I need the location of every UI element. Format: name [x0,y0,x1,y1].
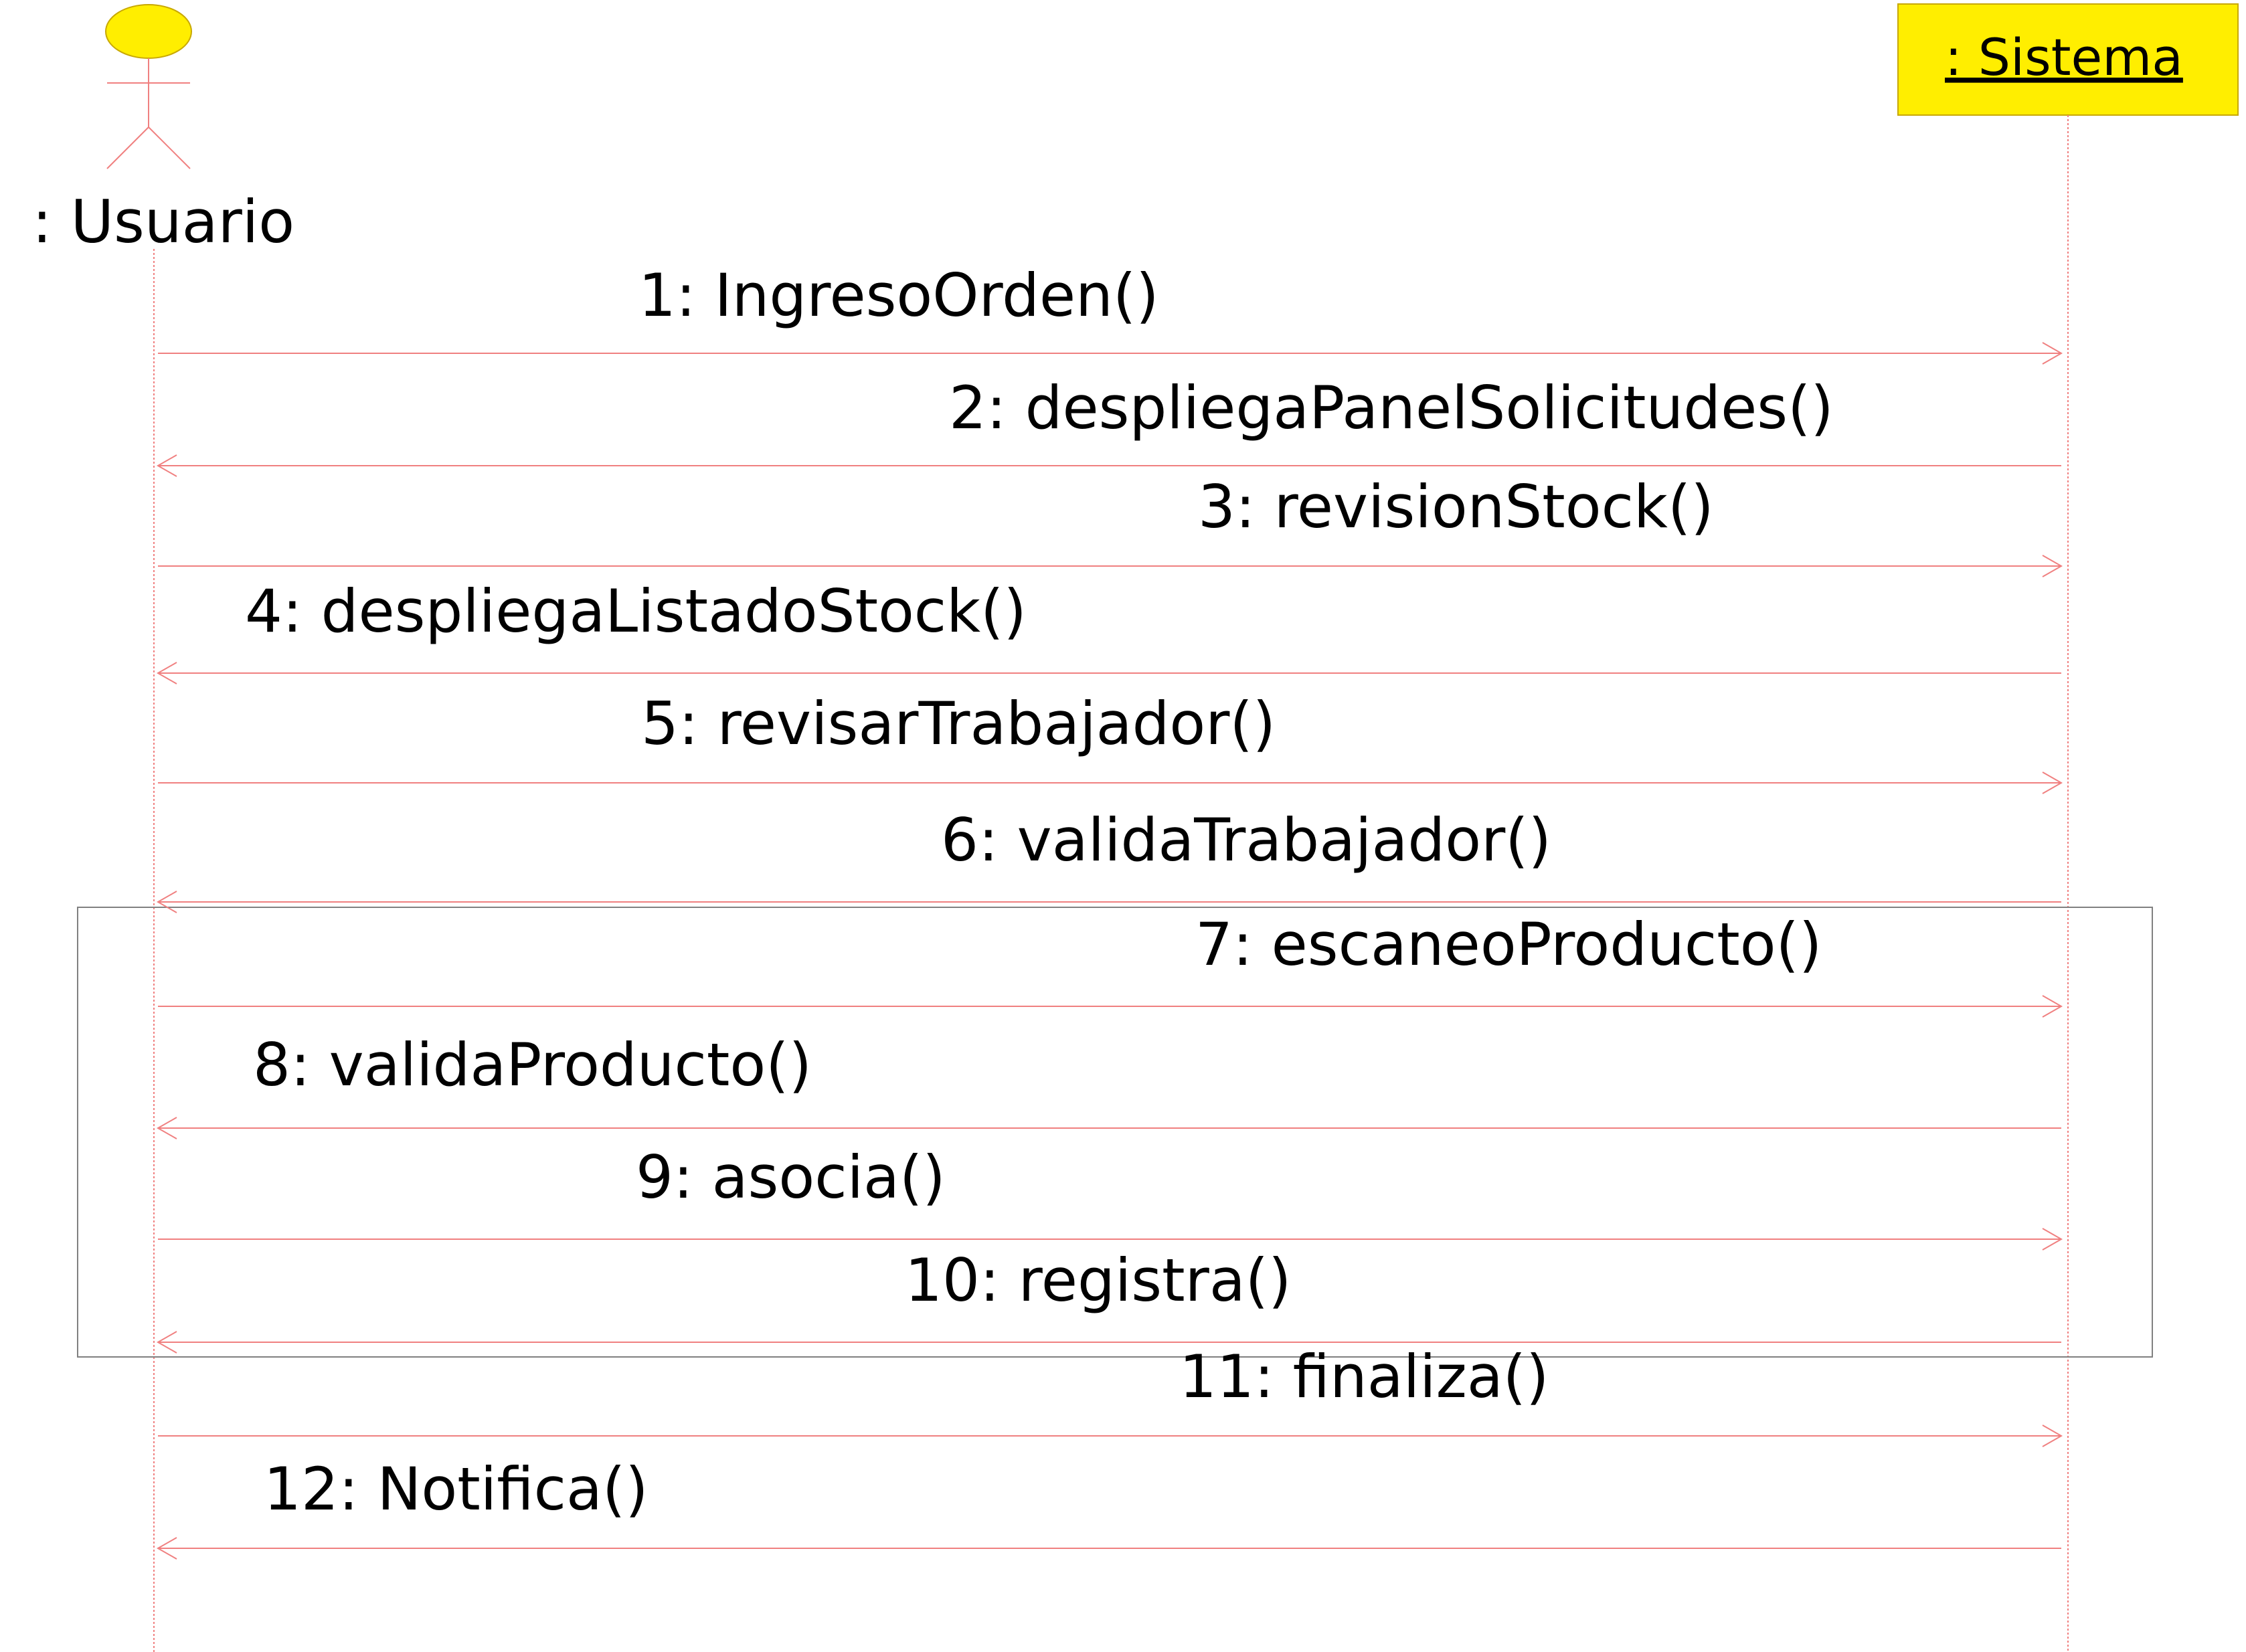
message-2: 2: despliegaPanelSolicitudes() [156,373,2061,477]
arrowhead-right-icon [2042,1425,2063,1447]
arrowhead-left-icon [156,662,177,684]
message-12: 12: Notifica() [156,1455,2061,1560]
message-label: 5: revisarTrabajador() [641,689,1276,758]
arrowhead-right-icon [2042,342,2063,365]
usuario-actor: : Usuario [32,4,294,256]
message-5: 5: revisarTrabajador() [158,689,2063,794]
message-label: 6: validaTrabajador() [941,806,1551,875]
message-label: 8: validaProducto() [253,1030,812,1099]
arrowhead-left-icon [156,1117,177,1139]
arrowhead-left-icon [156,891,177,913]
sistema-object: : Sistema [1897,3,2239,116]
message-7: 7: escaneoProducto() [158,910,2063,1018]
message-3: 3: revisionStock() [158,472,2063,577]
message-label: 9: asocia() [636,1143,946,1212]
arrowhead-right-icon [2042,1228,2063,1251]
message-label: 2: despliegaPanelSolicitudes() [949,373,1834,442]
message-label: 10: registra() [905,1246,1291,1315]
arrowhead-right-icon [2042,771,2063,794]
actor-head [105,4,192,59]
message-8: 8: validaProducto() [156,1030,2061,1139]
sistema-box [1897,3,2239,116]
message-label: 11: finaliza() [1179,1342,1549,1411]
message-label: 3: revisionStock() [1198,472,1714,541]
sistema-label: : Sistema [1945,27,2183,87]
message-label: 7: escaneoProducto() [1195,910,1822,979]
message-4: 4: despliegaListadoStock() [156,577,2061,684]
message-6: 6: validaTrabajador() [156,806,2061,913]
arrowhead-left-icon [156,1331,177,1354]
message-label: 1: IngresoOrden() [638,261,1159,330]
actor-label: : Usuario [32,187,294,256]
arrowhead-right-icon [2042,995,2063,1018]
stick-figure-icon [105,4,192,169]
message-label: 4: despliegaListadoStock() [245,577,1027,646]
combined-fragment-box [77,907,2153,1358]
message-11: 11: finaliza() [158,1342,2063,1447]
message-10: 10: registra() [156,1246,2061,1354]
arrowhead-left-icon [156,454,177,477]
message-1: 1: IngresoOrden() [158,261,2063,365]
message-9: 9: asocia() [158,1143,2063,1251]
arrowhead-right-icon [2042,555,2063,577]
arrowhead-left-icon [156,1537,177,1560]
message-label: 12: Notifica() [264,1455,649,1524]
